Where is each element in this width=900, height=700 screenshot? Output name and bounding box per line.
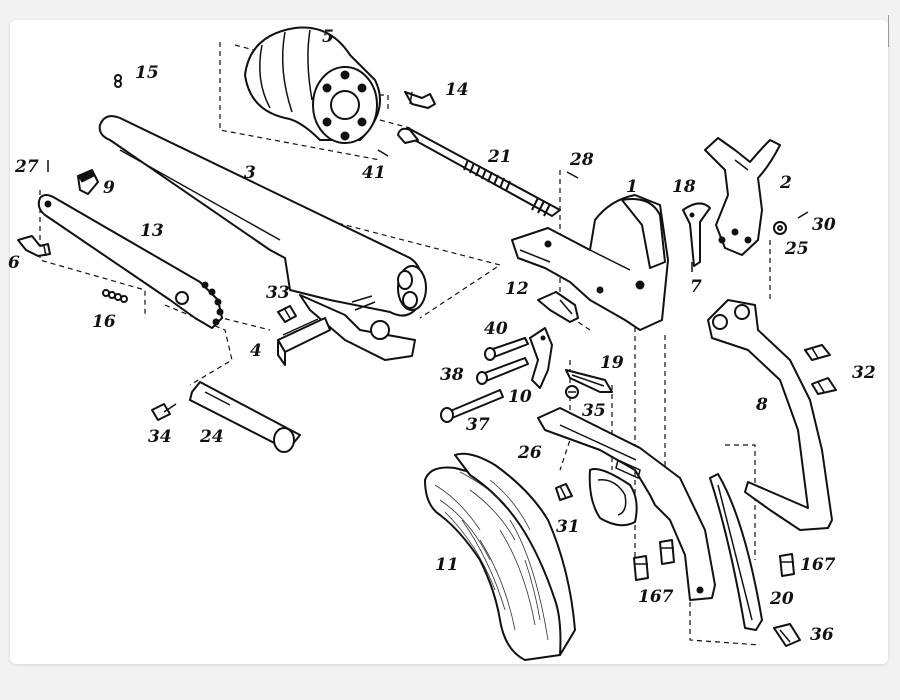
part-15 xyxy=(114,74,122,88)
part-screws-167-left xyxy=(633,539,675,581)
label-21: 21 xyxy=(487,147,512,167)
label-37: 37 xyxy=(466,415,490,435)
part-front-sight xyxy=(77,169,99,195)
label-25: 25 xyxy=(784,239,809,259)
part-screws-32 xyxy=(804,344,837,395)
label-167-right: 167 xyxy=(800,555,836,575)
label-7: 7 xyxy=(690,277,702,297)
part-screw-37 xyxy=(440,389,504,423)
part-trigger-spring xyxy=(565,369,613,393)
part-loading-lever xyxy=(37,194,224,329)
part-frame xyxy=(511,194,669,331)
part-screw-35 xyxy=(565,385,579,399)
label-6: 6 xyxy=(8,253,20,273)
label-40: 40 xyxy=(484,319,508,339)
label-4: 4 xyxy=(250,341,262,361)
part-screw-31 xyxy=(555,483,573,501)
label-167-left: 167 xyxy=(638,587,674,607)
part-wedge xyxy=(277,317,331,366)
part-pin-30 xyxy=(797,211,809,219)
part-trigger-guard xyxy=(537,407,716,601)
label-1: 1 xyxy=(626,177,638,197)
part-screw-38 xyxy=(476,357,529,385)
part-cylinder xyxy=(244,26,381,144)
label-11: 11 xyxy=(435,555,459,575)
label-32: 32 xyxy=(852,363,876,383)
part-pin-28 xyxy=(566,171,579,179)
part-number-labels: 5 14 15 21 41 28 3 27 9 13 6 16 33 4 34 … xyxy=(8,27,876,645)
part-plunger xyxy=(189,381,301,453)
part-latch xyxy=(17,235,51,257)
label-38: 38 xyxy=(440,365,464,385)
label-30: 30 xyxy=(812,215,836,235)
label-14: 14 xyxy=(445,80,469,100)
part-arbor xyxy=(397,127,561,217)
part-screw-36 xyxy=(773,623,801,647)
part-backstrap xyxy=(707,299,833,531)
scrollbar-edge xyxy=(888,15,889,47)
part-screw-34 xyxy=(151,403,177,421)
label-5: 5 xyxy=(322,27,334,47)
label-12: 12 xyxy=(505,279,529,299)
part-nipple xyxy=(404,91,436,109)
label-34: 34 xyxy=(148,427,172,447)
label-8: 8 xyxy=(755,395,768,415)
label-18: 18 xyxy=(672,177,696,197)
label-41: 41 xyxy=(362,163,386,183)
part-screw-40 xyxy=(484,337,529,361)
label-20: 20 xyxy=(769,589,794,609)
label-31: 31 xyxy=(556,517,580,537)
label-15: 15 xyxy=(135,63,159,83)
part-grip xyxy=(424,452,576,661)
part-roller xyxy=(773,221,787,235)
part-screw-33 xyxy=(277,305,297,323)
label-26: 26 xyxy=(517,443,542,463)
part-trigger xyxy=(529,327,553,389)
part-hand xyxy=(682,202,711,267)
label-2: 2 xyxy=(779,173,792,193)
label-27: 27 xyxy=(14,157,39,177)
label-13: 13 xyxy=(140,221,164,241)
part-mainspring xyxy=(709,473,763,631)
label-24: 24 xyxy=(199,427,224,447)
label-36: 36 xyxy=(810,625,834,645)
part-hammer xyxy=(704,137,781,256)
part-bolt xyxy=(537,291,579,323)
label-16: 16 xyxy=(92,312,116,332)
label-9: 9 xyxy=(103,178,115,198)
label-10: 10 xyxy=(508,387,532,407)
part-spring-16 xyxy=(102,289,128,303)
label-3: 3 xyxy=(244,163,256,183)
label-35: 35 xyxy=(582,401,606,421)
label-19: 19 xyxy=(600,353,624,373)
part-barrel xyxy=(98,115,427,361)
part-pin-41 xyxy=(377,149,389,157)
label-33: 33 xyxy=(266,283,290,303)
label-28: 28 xyxy=(569,150,594,170)
part-screw-167-right xyxy=(779,553,795,577)
